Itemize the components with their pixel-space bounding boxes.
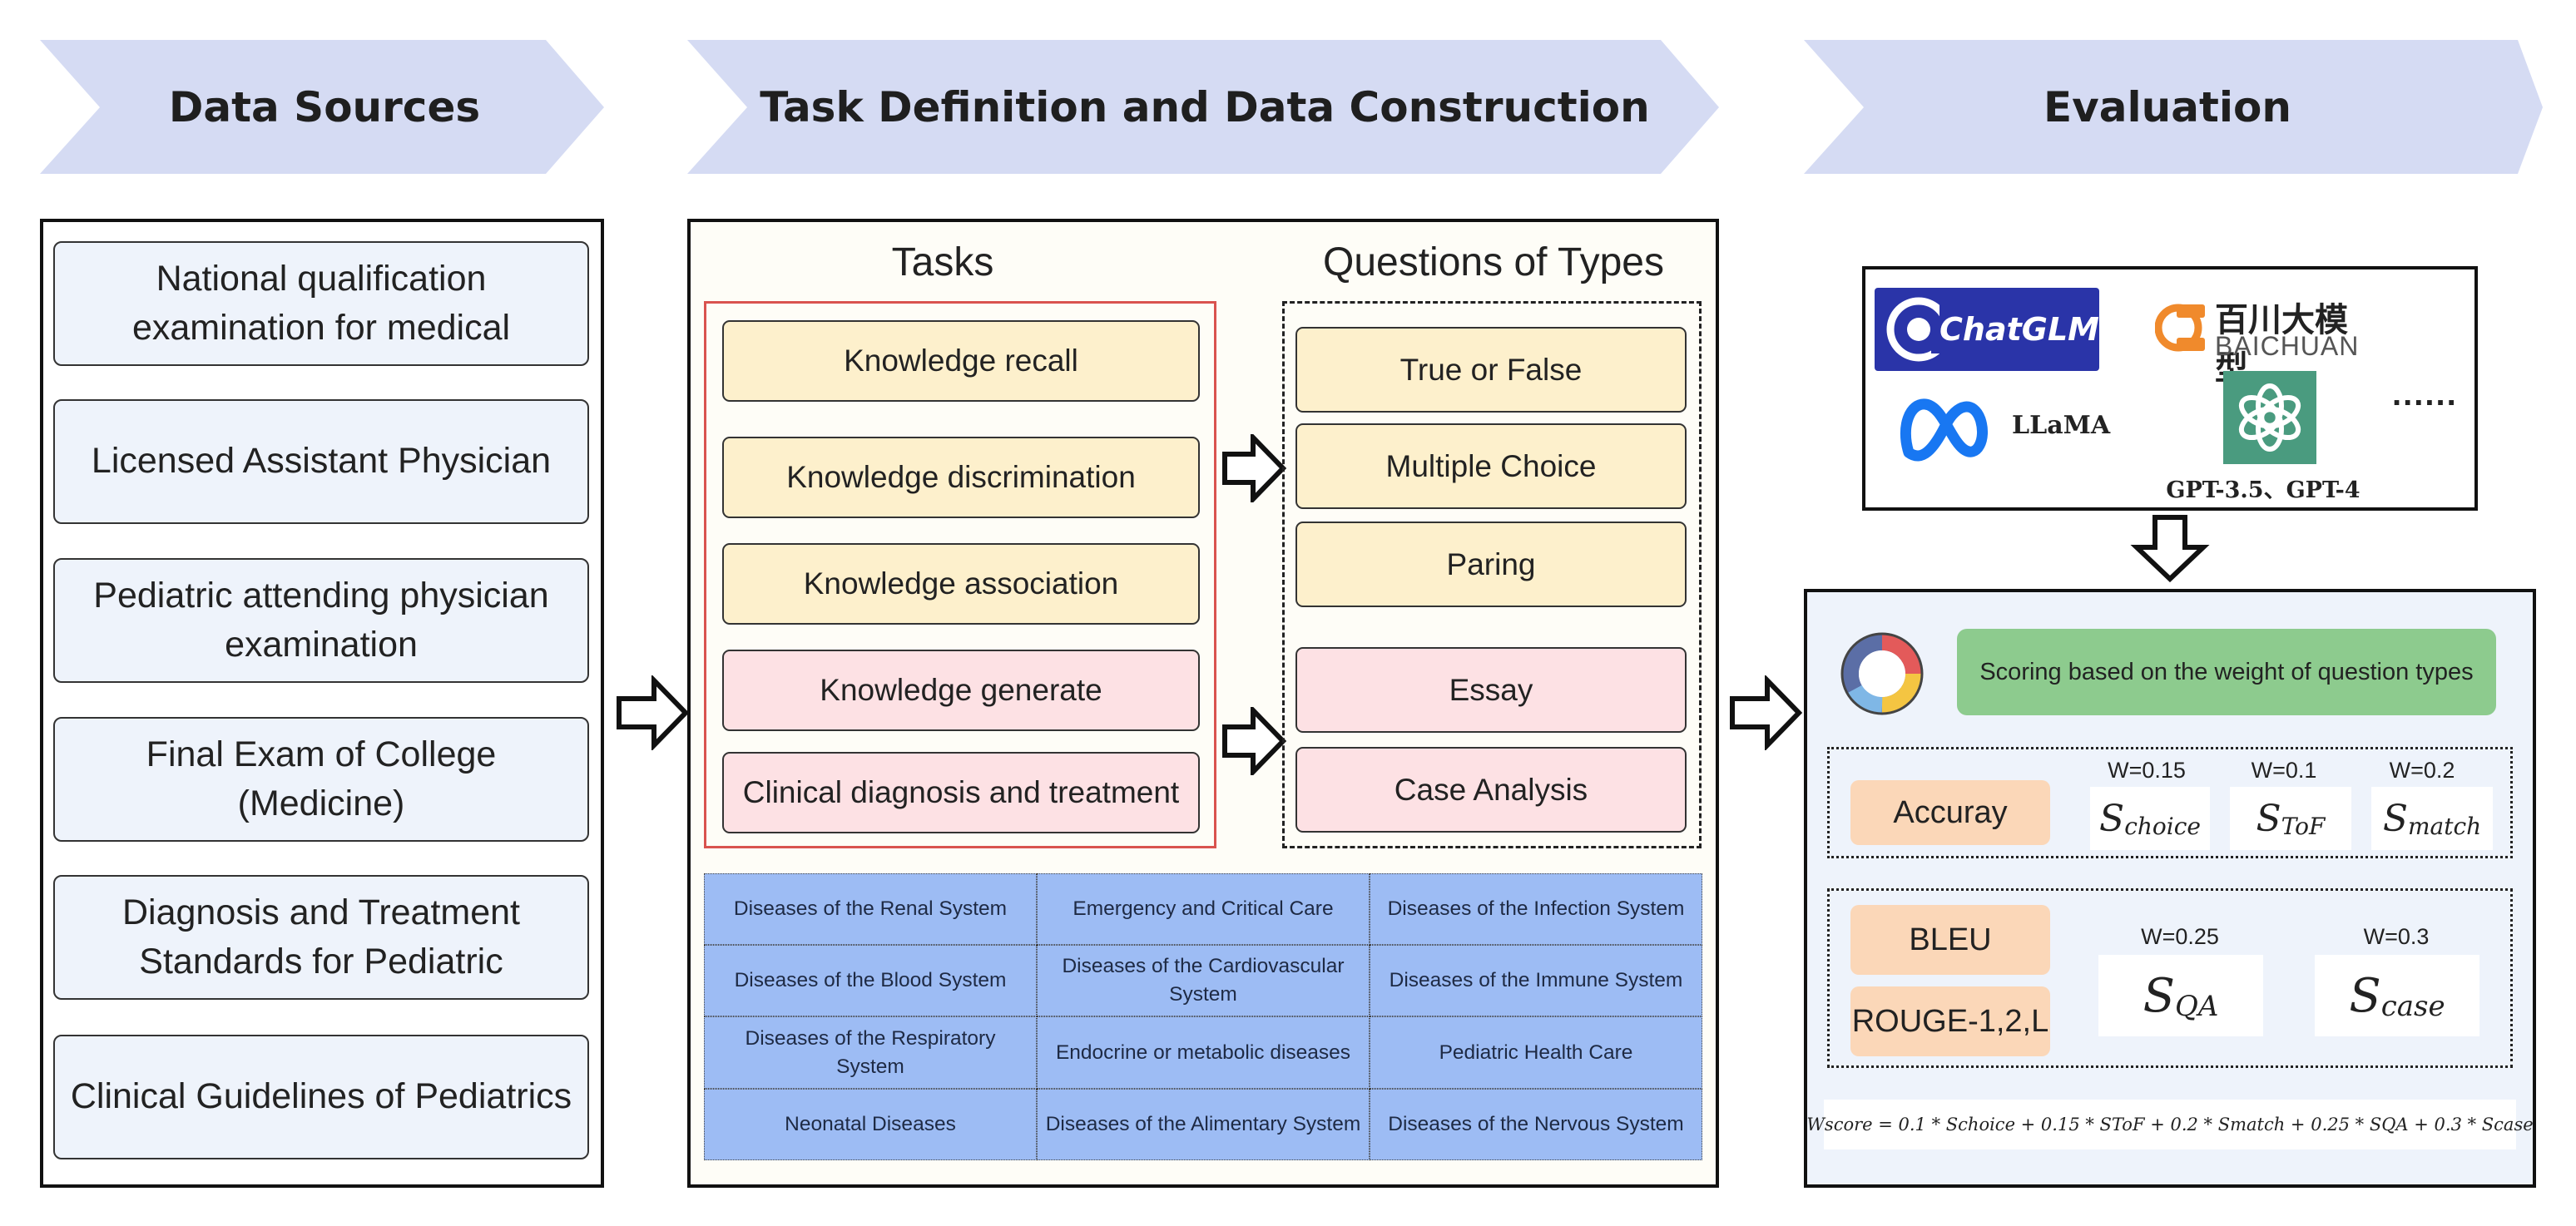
score-subscript: QA (2174, 990, 2219, 1023)
source-item: Clinical Guidelines of Pediatrics (53, 1035, 589, 1159)
wscore-formula: Wscore = 0.1 * Schoice + 0.15 * SToF + 0… (1806, 1100, 2534, 1149)
hollow-arrow-icon (1730, 675, 1803, 750)
llama-label: LLaMA (2012, 411, 2111, 440)
openai-logo (2223, 371, 2316, 464)
disease-cell: Pediatric Health Care (1370, 1016, 1702, 1089)
disease-grid: Diseases of the Renal System Emergency a… (704, 873, 1702, 1160)
chevron-evaluation (1804, 40, 2543, 174)
gpt-label: GPT-3.5、GPT-4 (2166, 477, 2361, 503)
score-subscript: choice (2124, 813, 2201, 840)
chatglm-icon (1886, 297, 1940, 362)
accuracy-group (1827, 747, 2513, 858)
source-item: National qualification examination for m… (53, 241, 589, 366)
task-item: Knowledge recall (722, 320, 1200, 402)
tasks-title: Tasks (891, 240, 994, 284)
hollow-arrow-down-icon (2130, 515, 2210, 583)
question-types-frame (1282, 301, 1702, 848)
disease-cell: Endocrine or metabolic diseases (1037, 1016, 1370, 1089)
baichuan-icon (2155, 304, 2205, 352)
task-item: Knowledge association (722, 543, 1200, 625)
disease-cell: Diseases of the Cardiovascular System (1037, 945, 1370, 1016)
meta-logo (1900, 398, 1989, 462)
baichuan-en-label: BAICHUAN (2215, 331, 2360, 361)
question-type-item: Multiple Choice (1295, 423, 1687, 509)
source-item: Pediatric attending physician examinatio… (53, 558, 589, 683)
score-symbol: S (2143, 968, 2175, 1023)
header-chevrons (40, 40, 2543, 174)
question-type-item: Essay (1295, 647, 1687, 733)
disease-cell: Diseases of the Nervous System (1370, 1089, 1702, 1160)
question-type-item: Case Analysis (1295, 747, 1687, 833)
weight-match: W=0.2 (2389, 757, 2455, 783)
weight-case: W=0.3 (2363, 923, 2430, 949)
disease-cell: Diseases of the Immune System (1370, 945, 1702, 1016)
score-subscript: ToF (2281, 813, 2326, 840)
weight-choice: W=0.15 (2108, 757, 2186, 783)
heading-evaluation: Evaluation (2043, 82, 2291, 131)
disease-cell: Diseases of the Renal System (704, 873, 1037, 945)
question-type-item: Paring (1295, 522, 1687, 607)
question-types-title: Questions of Types (1322, 240, 1664, 284)
accuracy-pill: Accuray (1850, 780, 2050, 845)
disease-cell: Diseases of the Alimentary System (1037, 1089, 1370, 1160)
weight-tof: W=0.1 (2251, 757, 2317, 783)
heading-data-sources: Data Sources (168, 82, 481, 131)
task-item: Clinical diagnosis and treatment (722, 752, 1200, 833)
donut-chart-icon (1840, 632, 1924, 715)
source-item: Diagnosis and Treatment Standards for Pe… (53, 875, 589, 1000)
disease-cell: Neonatal Diseases (704, 1089, 1037, 1160)
data-sources-panel (40, 219, 604, 1188)
bleu-pill: BLEU (1850, 905, 2050, 975)
task-item: Knowledge discrimination (722, 437, 1200, 518)
rouge-pill: ROUGE-1,2,L (1850, 986, 2050, 1056)
more-models-ellipsis: ...... (2392, 376, 2458, 413)
question-type-item: True or False (1295, 327, 1687, 413)
heading-task-definition: Task Definition and Data Construction (760, 82, 1650, 131)
chatglm-label: ChatGLM (1939, 311, 2099, 348)
score-subscript: match (2407, 813, 2482, 840)
disease-cell: Emergency and Critical Care (1037, 873, 1370, 945)
baichuan-logo: 百川大模型 BAICHUAN (2155, 293, 2371, 387)
chevron-data-sources (40, 40, 604, 174)
scoring-title: Scoring based on the weight of question … (1957, 629, 2496, 715)
bleu-rouge-group (1827, 888, 2513, 1068)
hollow-arrow-icon (1222, 707, 1287, 775)
score-subscript: case (2380, 990, 2445, 1023)
hollow-arrow-icon (1222, 434, 1287, 502)
chevron-task-definition (687, 40, 1719, 174)
openai-icon (2238, 383, 2301, 452)
disease-cell: Diseases of the Respiratory System (704, 1016, 1037, 1089)
score-symbol: S (2099, 797, 2125, 840)
score-symbol: S (2256, 797, 2281, 840)
source-item: Licensed Assistant Physician (53, 399, 589, 524)
weight-qa: W=0.25 (2141, 923, 2219, 949)
score-symbol: S (2382, 797, 2408, 840)
disease-cell: Diseases of the Blood System (704, 945, 1037, 1016)
hollow-arrow-icon (617, 675, 690, 750)
task-item: Knowledge generate (722, 650, 1200, 731)
tasks-frame (704, 301, 1216, 848)
chatglm-logo: ChatGLM (1875, 288, 2099, 371)
disease-cell: Diseases of the Infection System (1370, 873, 1702, 945)
score-symbol: S (2349, 968, 2381, 1023)
source-item: Final Exam of College (Medicine) (53, 717, 589, 842)
